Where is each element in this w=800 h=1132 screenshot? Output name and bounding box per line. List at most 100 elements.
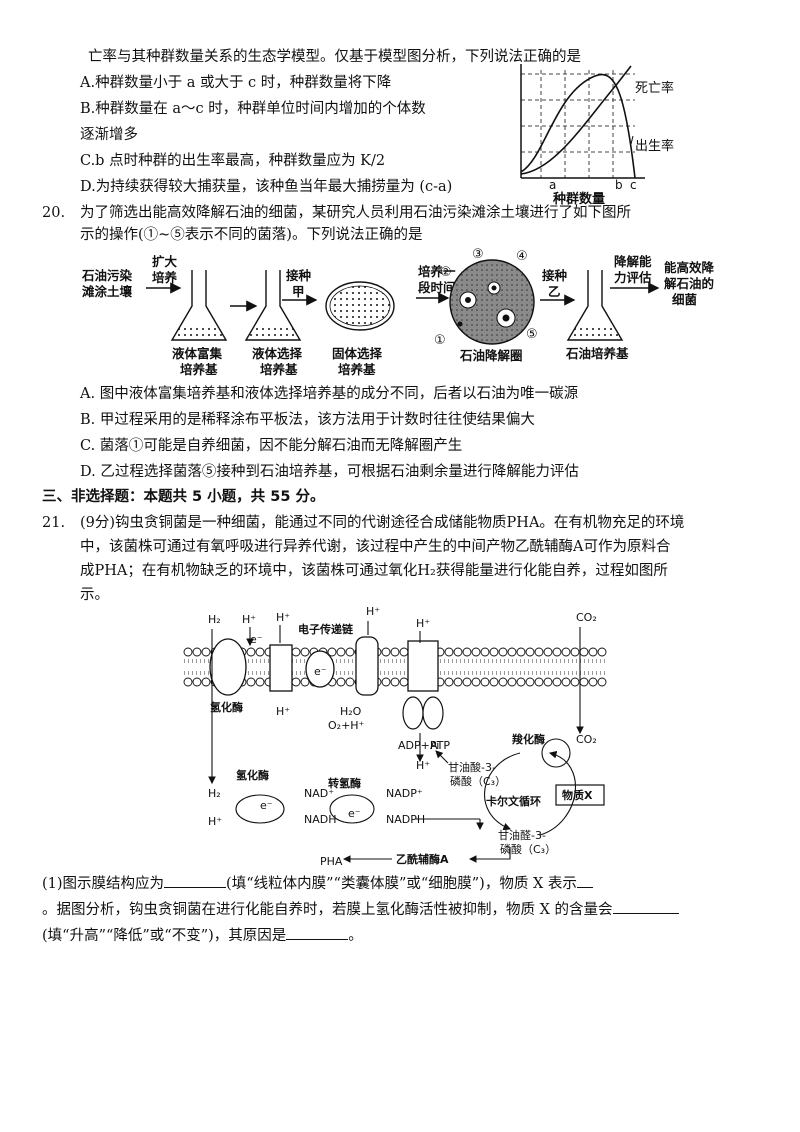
lipid-head: [462, 647, 472, 657]
colony-3: ③: [472, 248, 484, 262]
evaluate-label-1: 降解能: [614, 254, 652, 269]
svg-text:NADP⁺: NADP⁺: [386, 787, 423, 800]
answer-blank-reason[interactable]: [286, 925, 349, 940]
q21-sub1-mid: (填“线粒体内膜”“类囊体膜”或“细胞膜”)，物质 X 表示: [226, 876, 577, 892]
q21-sub1-line1: (1)图示膜结构应为 (填“线粒体内膜”“类囊体膜”或“细胞膜”)，物质 X 表示: [42, 873, 593, 894]
lipid-head: [462, 677, 472, 687]
lipid-head: [192, 677, 202, 687]
svg-text:H⁺: H⁺: [208, 815, 222, 828]
section-heading: 三、非选择题：本题共 5 小题，共 55 分。: [42, 489, 325, 505]
flask1-label-1: 液体富集: [172, 346, 223, 361]
inoculate-yi-1: 接种: [542, 268, 567, 283]
result-label-1: 能高效降: [664, 260, 715, 275]
petri-plate-icon: [325, 281, 395, 331]
svg-text:氢化酶: 氢化酶: [236, 768, 269, 782]
colony-2: ②: [440, 265, 452, 280]
flask-3-icon: [566, 270, 624, 341]
colony-1: ①: [434, 333, 446, 348]
lipid-head: [453, 647, 463, 657]
svg-text:乙酰辅酶A: 乙酰辅酶A: [396, 852, 449, 865]
q20-option-b: B. 甲过程采用的是稀释涂布平板法，该方法用于计数时往往使结果偏大: [80, 412, 535, 428]
q21-number: 21.: [42, 515, 66, 531]
q20-option-c: C. 菌落①可能是自养细菌，因不能分解石油而无降解圈产生: [80, 438, 463, 454]
lipid-head: [300, 647, 310, 657]
soil-label-2: 滩涂土壤: [82, 284, 133, 299]
lipid-head: [471, 647, 481, 657]
lipid-head: [345, 677, 355, 687]
q21-sub1-prefix: (1)图示膜结构应为: [42, 876, 165, 892]
lipid-head: [444, 677, 454, 687]
svg-text:NADPH: NADPH: [386, 813, 425, 826]
lipid-head: [534, 647, 544, 657]
svg-text:H₂: H₂: [208, 613, 221, 626]
q19-option-c: C.b 点时种群的出生率最高，种群数量应为 K/2: [80, 153, 386, 169]
q21-para-3: 成PHA；在有机物缺乏的环境中，该菌株可通过氧化H₂获得能量进行化能自养，过程如…: [80, 563, 668, 579]
q21-sub1-options: (填“升高”“降低”或“不变”)，其原因是: [42, 928, 287, 944]
expand-label-2: 培养: [152, 270, 178, 285]
lipid-head: [525, 677, 535, 687]
result-label-2: 解石油的: [664, 276, 714, 291]
evaluate-label-2: 力评估: [614, 270, 652, 285]
q21-sub1-end: 。: [348, 928, 363, 944]
svg-text:物质X: 物质X: [562, 788, 593, 802]
svg-text:H⁺: H⁺: [366, 605, 380, 618]
answer-blank-membrane[interactable]: [164, 873, 227, 888]
halo-plate-icon: [449, 259, 535, 345]
q19-option-b: B.种群数量在 a～c 时，种群单位时间内增加的个体数: [80, 101, 426, 117]
lipid-head: [291, 647, 301, 657]
lipid-head: [381, 647, 391, 657]
lipid-head: [579, 677, 589, 687]
inoculate-yi-2: 乙: [548, 284, 561, 299]
lipid-head: [588, 677, 598, 687]
plate-label-1: 固体选择: [332, 346, 383, 361]
lipid-head: [498, 647, 508, 657]
lipid-head: [399, 647, 409, 657]
flask2-label-1: 液体选择: [252, 346, 303, 361]
inoculate-jia-2: 甲: [292, 284, 305, 299]
lipid-head: [255, 647, 265, 657]
svg-text:NAD⁺: NAD⁺: [304, 787, 334, 800]
lipid-head: [543, 647, 553, 657]
lipid-head: [201, 647, 211, 657]
answer-blank-substance-x[interactable]: [576, 873, 593, 888]
q21-sub1-analysis: 。据图分析，钩虫贪铜菌在进行化能自养时，若膜上氢化酶活性被抑制，物质 X 的含量…: [42, 902, 613, 918]
lipid-bilayer: [183, 647, 607, 687]
graph-xlabel: 种群数量: [552, 191, 605, 207]
birth-rate-curve: [520, 73, 636, 179]
lipid-head: [489, 647, 499, 657]
lipid-head: [390, 677, 400, 687]
svg-text:H₂O: H₂O: [340, 705, 362, 718]
etc-protein-1: [269, 644, 293, 692]
svg-text:电子传递链: 电子传递链: [298, 622, 354, 636]
lipid-head: [570, 677, 580, 687]
svg-text:H⁺: H⁺: [276, 611, 290, 624]
q21-sub1-line2: 。据图分析，钩虫贪铜菌在进行化能自养时，若膜上氢化酶活性被抑制，物质 X 的含量…: [42, 899, 679, 920]
svg-text:磷酸（C₃）: 磷酸（C₃）: [500, 842, 556, 856]
svg-text:甘油醛-3-: 甘油醛-3-: [498, 828, 546, 842]
substance-x-box: [555, 784, 605, 806]
q20-option-d: D. 乙过程选择菌落⑤接种到石油培养基，可根据石油剩余量进行降解能力评估: [80, 464, 579, 480]
q20-number: 20.: [42, 205, 66, 221]
etc-protein-3: [355, 636, 379, 696]
lipid-head: [480, 677, 490, 687]
q21-membrane-diagram: H₂ H⁺ e⁻ H⁺ 电子传递链 H⁺ e⁻ 氢化酶 H⁺ H₂O O₂+H⁺…: [183, 605, 607, 865]
lipid-head: [183, 647, 193, 657]
death-rate-curve: [520, 65, 632, 175]
svg-text:H⁺: H⁺: [416, 759, 430, 772]
svg-text:e⁻: e⁻: [348, 807, 361, 820]
answer-blank-content-change[interactable]: [612, 899, 679, 914]
etc-protein-2: [305, 650, 335, 688]
svg-text:H⁺: H⁺: [416, 617, 430, 630]
birth-rate-label: 出生率: [635, 138, 674, 154]
q19-option-a: A.种群数量小于 a 或大于 c 时，种群数量将下降: [80, 75, 392, 91]
lipid-head: [588, 647, 598, 657]
lipid-head: [534, 677, 544, 687]
svg-text:磷酸（C₃）: 磷酸（C₃）: [450, 774, 506, 788]
q20-option-a: A. 图中液体富集培养基和液体选择培养基的成分不同，后者以石油为唯一碳源: [80, 386, 579, 402]
death-rate-label: 死亡率: [635, 80, 674, 96]
lipid-head: [597, 647, 607, 657]
lipid-head: [183, 677, 193, 687]
svg-text:转氢酶: 转氢酶: [328, 776, 361, 790]
svg-text:O₂+H⁺: O₂+H⁺: [328, 719, 365, 732]
svg-text:ATP: ATP: [430, 739, 450, 752]
